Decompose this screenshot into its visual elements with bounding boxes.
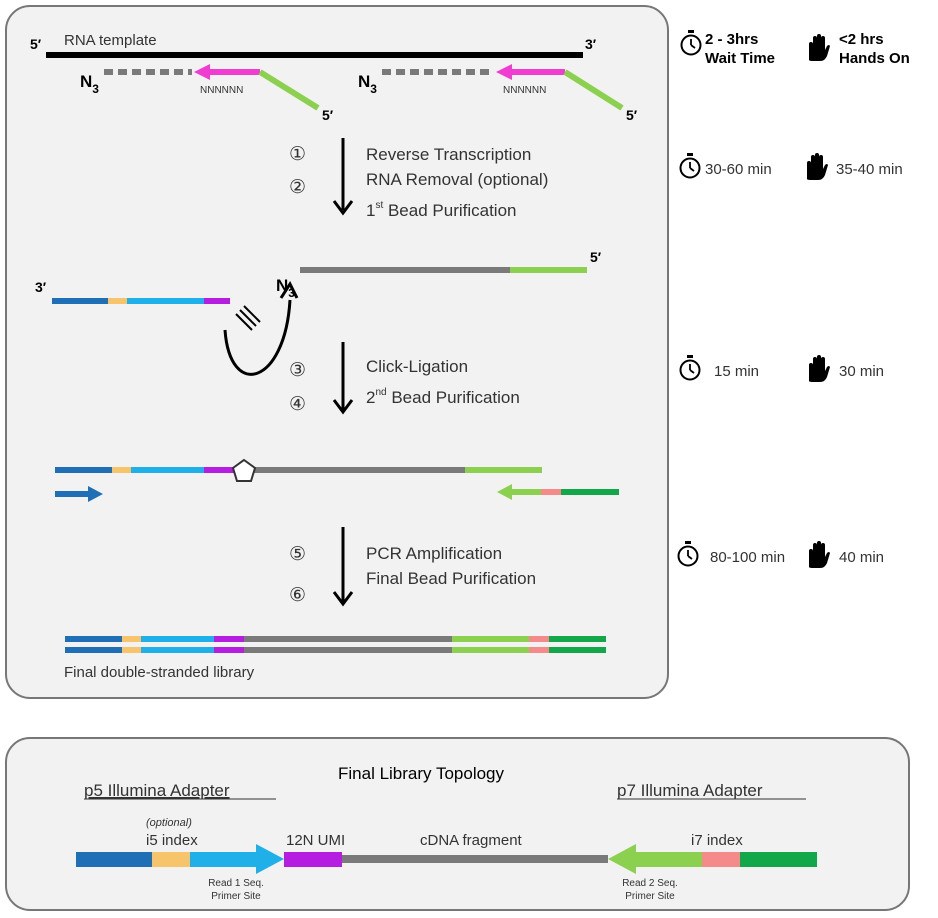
timing-0-hands-sub: Hands On <box>839 50 910 67</box>
step-1-label: Reverse Transcription <box>366 145 531 164</box>
step-5-number: ⑤ <box>289 544 306 565</box>
primer-2-five-prime: 5′ <box>626 107 638 123</box>
topology-seg-i7 <box>702 852 740 867</box>
hand-icon <box>809 541 830 568</box>
step-arrow-1-head <box>332 200 354 216</box>
stopwatch-icon <box>679 355 701 381</box>
timing-1-wait: 30-60 min <box>705 161 772 178</box>
topology-seg-p7 <box>740 852 817 867</box>
step-3-number: ③ <box>289 360 306 381</box>
final-library-label: Final double-stranded library <box>64 664 255 681</box>
read2-site-line2: Primer Site <box>625 891 675 902</box>
timing-3-wait: 80-100 min <box>710 549 785 566</box>
hand-icon <box>809 355 830 382</box>
topology-read1-arrowhead <box>256 844 284 874</box>
step-arrow-2-head <box>332 399 354 415</box>
read1-site-line1: Read 1 Seq. <box>208 878 264 889</box>
p7-adapter-label: p7 Illumina Adapter <box>617 781 763 800</box>
p5-adapter-label: p5 Illumina Adapter <box>84 781 230 800</box>
primer-1-five-prime: 5′ <box>322 107 334 123</box>
timing-0-hands: <2 hrs <box>839 31 884 48</box>
stopwatch-icon <box>680 30 702 56</box>
topology-seg-umi <box>284 852 342 867</box>
step-3-label: Click-Ligation <box>366 357 468 376</box>
primer-2-tail <box>563 69 624 111</box>
click-curved-arrow-head <box>279 280 299 299</box>
pcr-forward-primer-head <box>88 486 103 502</box>
topology-seg-i5 <box>152 852 190 867</box>
timing-0-wait-sub: Wait Time <box>705 50 775 67</box>
topology-seg-p5 <box>76 852 152 867</box>
timing-2-hands: 30 min <box>839 363 884 380</box>
workflow-panel <box>5 5 669 699</box>
topology-seg-cdna <box>342 855 608 863</box>
primer-2-nnnnnn: NNNNNN <box>503 85 546 96</box>
step-2-number: ② <box>289 177 306 198</box>
rna-template-label: RNA template <box>64 32 157 49</box>
rna-five-prime-label: 5′ <box>30 36 42 52</box>
pcr-reverse-primer-head <box>497 484 512 500</box>
i7-index-label: i7 index <box>691 832 743 849</box>
i5-optional-label: (optional) <box>146 817 192 829</box>
timing-2-wait: 15 min <box>714 363 759 380</box>
cdna-five-prime: 5′ <box>590 249 602 265</box>
timing-3-hands: 40 min <box>839 549 884 566</box>
step-5-label: PCR Amplification <box>366 544 502 563</box>
rna-three-prime-label: 3′ <box>585 36 597 52</box>
primer-1-tail <box>258 69 320 111</box>
primer-2-arrowhead <box>496 64 512 80</box>
hand-icon <box>809 34 830 61</box>
primer-1-arrowhead <box>194 64 210 80</box>
topology-seg-read1 <box>190 852 256 867</box>
triazole-linkage <box>231 458 257 482</box>
azide-label-2: N3 <box>358 72 377 96</box>
timing-0-wait: 2 - 3hrs <box>705 31 758 48</box>
primer-1-nnnnnn: NNNNNN <box>200 85 243 96</box>
umi-label: 12N UMI <box>286 832 345 849</box>
alkyne-triple-bond <box>235 305 261 331</box>
adapter-three-prime: 3′ <box>35 279 47 295</box>
azide-label-1: N3 <box>80 72 99 96</box>
i5-index-label: i5 index <box>146 832 198 849</box>
step-6-label: Final Bead Purification <box>366 569 536 588</box>
topology-seg-read2 <box>636 852 702 867</box>
step-4-number: ④ <box>289 394 306 415</box>
hand-icon <box>807 153 828 180</box>
timing-1-hands: 35-40 min <box>836 161 903 178</box>
step-arrow-3-head <box>332 591 354 607</box>
step-bead-1-label: 1st Bead Purification <box>366 200 517 220</box>
step-2-label: RNA Removal (optional) <box>366 170 548 189</box>
click-curved-arrow <box>223 299 292 376</box>
stopwatch-icon <box>677 541 699 567</box>
topology-read2-arrowhead <box>608 844 636 874</box>
stopwatch-icon <box>679 153 701 179</box>
read2-site-line1: Read 2 Seq. <box>622 878 678 889</box>
read1-site-line2: Primer Site <box>211 891 261 902</box>
topology-title: Final Library Topology <box>338 764 504 783</box>
step-4-label: 2nd Bead Purification <box>366 387 520 407</box>
step-6-number: ⑥ <box>289 585 306 606</box>
cdna-fragment-label: cDNA fragment <box>420 832 523 849</box>
step-1-number: ① <box>289 144 306 165</box>
